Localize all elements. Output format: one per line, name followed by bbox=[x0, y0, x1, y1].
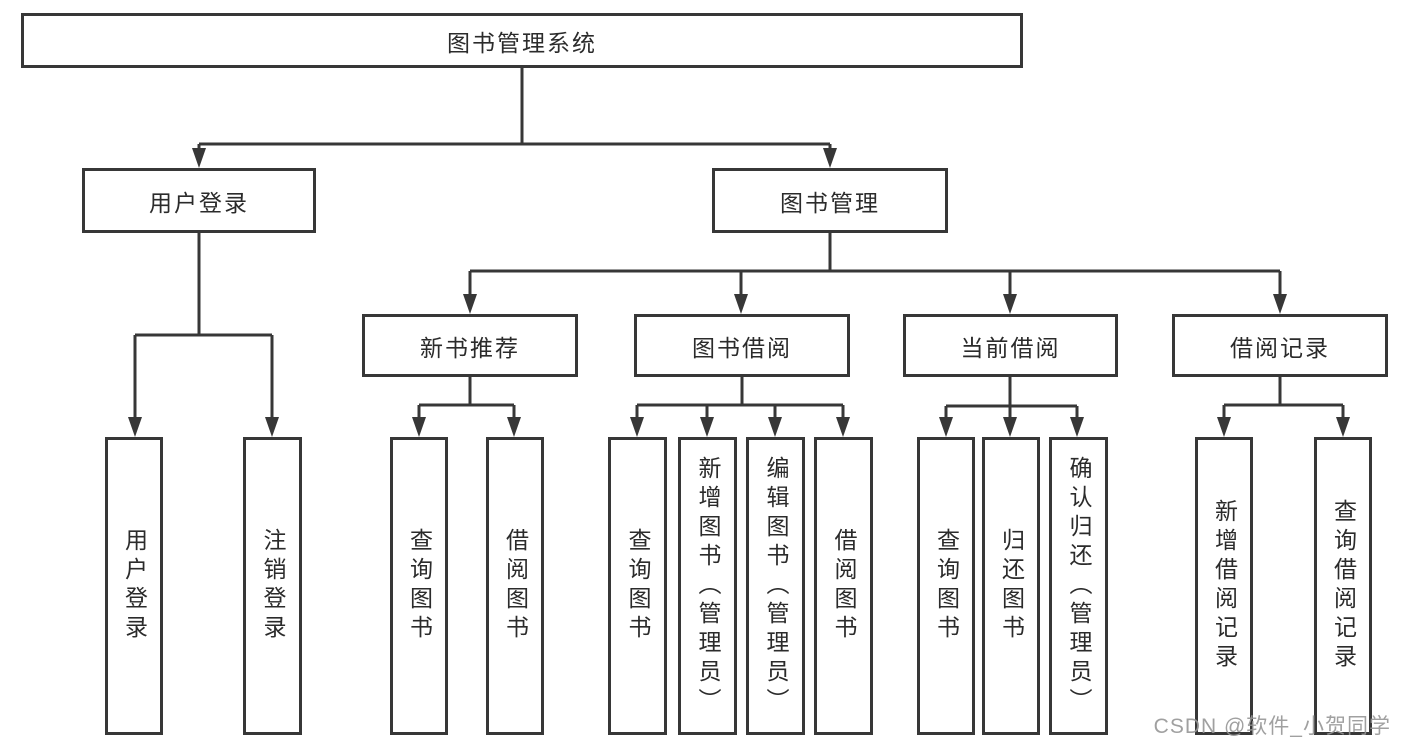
node-user-login-label: 用户登录 bbox=[149, 189, 249, 216]
node-current-borrowing-label: 当前借阅 bbox=[960, 334, 1061, 361]
node-borrowing-records: 借阅记录 bbox=[1172, 314, 1388, 377]
leaf-nb-query-book: 查询图书 bbox=[390, 437, 448, 735]
leaf-br-add-record-label: 新增借阅记录 bbox=[1211, 499, 1238, 673]
leaf-bb-edit-book-label: 编辑图书（管理员） bbox=[763, 455, 789, 717]
leaf-cb-return-book: 归还图书 bbox=[982, 437, 1040, 735]
node-book-management-label: 图书管理 bbox=[780, 189, 880, 216]
leaf-bb-borrow-book: 借阅图书 bbox=[814, 437, 873, 735]
node-current-borrowing: 当前借阅 bbox=[903, 314, 1118, 377]
csdn-watermark: CSDN @软件_小贺同学 bbox=[1153, 715, 1391, 738]
leaf-nb-borrow-book: 借阅图书 bbox=[486, 437, 544, 735]
node-book-borrowing: 图书借阅 bbox=[634, 314, 850, 377]
node-root-system-label: 图书管理系统 bbox=[447, 29, 597, 56]
node-borrowing-records-label: 借阅记录 bbox=[1230, 334, 1330, 361]
leaf-nb-borrow-book-label: 借阅图书 bbox=[502, 528, 529, 644]
leaf-nb-query-book-label: 查询图书 bbox=[406, 528, 433, 644]
leaf-logout-label: 注销登录 bbox=[260, 528, 286, 644]
node-new-book-recommend: 新书推荐 bbox=[362, 314, 578, 377]
node-book-management: 图书管理 bbox=[712, 168, 948, 233]
leaf-user-login: 用户登录 bbox=[105, 437, 163, 735]
leaf-bb-query-book-label: 查询图书 bbox=[625, 528, 651, 644]
leaf-cb-query-book: 查询图书 bbox=[917, 437, 975, 735]
node-user-login: 用户登录 bbox=[82, 168, 316, 233]
leaf-bb-add-book-label: 新增图书（管理员） bbox=[695, 455, 721, 717]
arrowheads bbox=[128, 148, 1350, 437]
leaf-cb-return-book-label: 归还图书 bbox=[998, 528, 1025, 644]
leaf-cb-confirm-return-label: 确认归还（管理员） bbox=[1066, 455, 1092, 717]
node-new-book-recommend-label: 新书推荐 bbox=[420, 334, 520, 361]
node-book-borrowing-label: 图书借阅 bbox=[692, 334, 792, 361]
leaf-logout: 注销登录 bbox=[243, 437, 302, 735]
leaf-br-query-record-label: 查询借阅记录 bbox=[1330, 499, 1357, 673]
leaf-user-login-label: 用户登录 bbox=[121, 528, 148, 644]
leaf-bb-add-book: 新增图书（管理员） bbox=[678, 437, 737, 735]
leaf-bb-borrow-book-label: 借阅图书 bbox=[831, 528, 857, 644]
node-root-system: 图书管理系统 bbox=[21, 13, 1023, 68]
leaf-cb-query-book-label: 查询图书 bbox=[933, 528, 960, 644]
leaf-br-query-record: 查询借阅记录 bbox=[1314, 437, 1372, 735]
leaf-bb-query-book: 查询图书 bbox=[608, 437, 667, 735]
leaf-br-add-record: 新增借阅记录 bbox=[1195, 437, 1253, 735]
leaf-bb-edit-book: 编辑图书（管理员） bbox=[746, 437, 805, 735]
leaf-cb-confirm-return: 确认归还（管理员） bbox=[1049, 437, 1108, 735]
